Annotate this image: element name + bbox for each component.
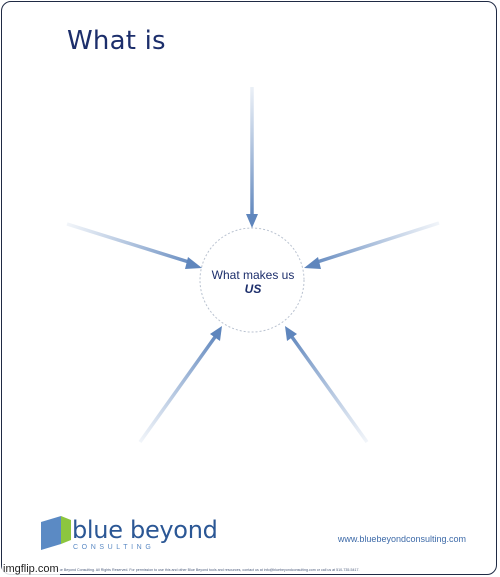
brand-logo-icon — [41, 516, 71, 550]
arrow-left — [66, 222, 202, 269]
arrow-right — [304, 221, 440, 269]
watermark: imgflip.com — [2, 563, 60, 575]
website-link[interactable]: www.bluebeyondconsulting.com — [337, 534, 466, 544]
arrow-bottom-left — [138, 326, 222, 444]
slide-title: What is — [67, 26, 166, 56]
arrow-top — [246, 87, 258, 228]
brand-name: blue beyond — [72, 516, 218, 544]
brand-tagline: CONSULTING — [73, 544, 155, 551]
center-line1: What makes us — [211, 268, 295, 282]
center-label: What makes us US — [198, 268, 308, 296]
arrow-bottom-right — [285, 326, 369, 444]
center-line2: US — [244, 282, 262, 296]
footer-copyright: © Blue Beyond Consulting. All Rights Res… — [52, 568, 360, 572]
